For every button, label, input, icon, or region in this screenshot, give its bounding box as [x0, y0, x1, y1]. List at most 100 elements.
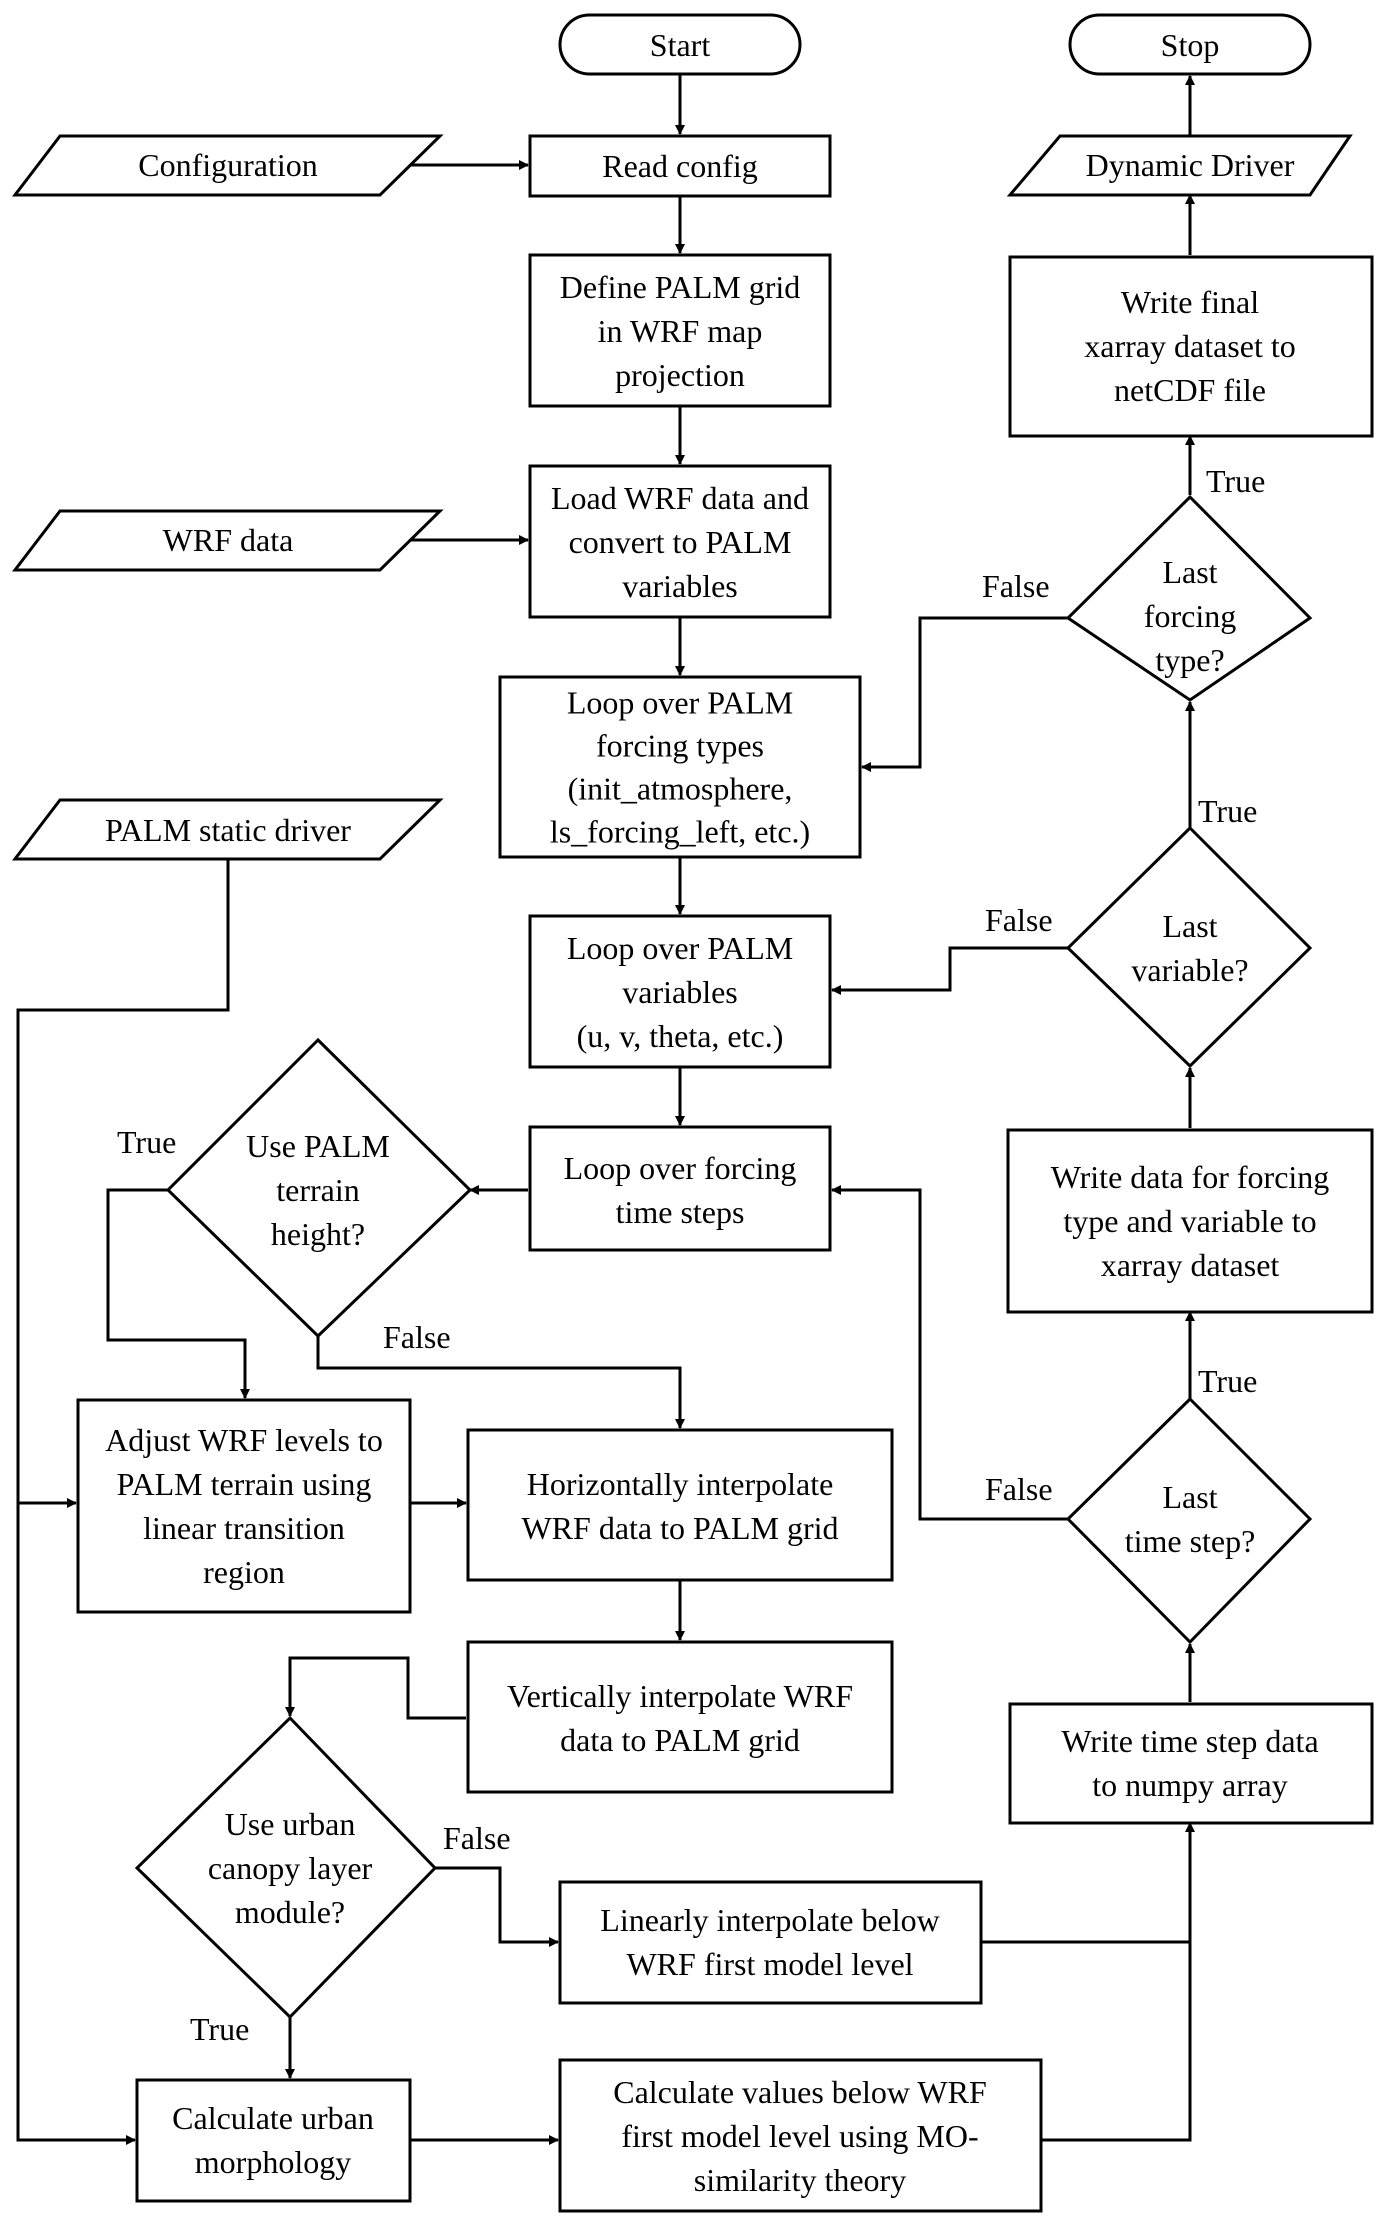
edge-lastvar-loopvars — [831, 946, 1068, 995]
last-forcing-type-label: Last forcing type? — [1144, 554, 1236, 678]
start-line-0: Start — [650, 27, 711, 63]
stop-label: Stop — [1161, 27, 1220, 63]
write-final-box — [1008, 255, 1374, 438]
wrf-data-label: WRF data — [163, 522, 294, 558]
dynamic-driver-label: Dynamic Driver — [1086, 147, 1295, 183]
edge-vert-useurban — [285, 1656, 466, 1720]
define-grid-box — [528, 253, 832, 408]
vert-interp-box — [466, 1640, 894, 1794]
shapes — [11, 13, 1374, 2213]
write-time-step-label: Write time step data to numpy array — [1061, 1723, 1318, 1803]
write-final-line-0: Write final — [1121, 284, 1259, 320]
edge-label-false-timestep: False — [985, 1471, 1053, 1507]
last-variable-line-0: Last — [1162, 908, 1217, 944]
write-forcing-var-line-2: xarray dataset — [1101, 1247, 1280, 1283]
load-wrf-line-2: variables — [622, 568, 738, 604]
calc-urban-morph-line-1: morphology — [195, 2144, 351, 2180]
write-time-step-line-0: Write time step data — [1061, 1723, 1318, 1759]
last-forcing-type-line-2: type? — [1155, 642, 1224, 678]
edge-label-true-urban: True — [190, 2011, 249, 2047]
linear-interp-below-box — [558, 1880, 983, 2005]
use-urban-canopy-line-0: Use urban — [225, 1806, 356, 1842]
horiz-interp-line-1: WRF data to PALM grid — [521, 1510, 838, 1546]
adjust-wrf-levels-line-1: PALM terrain using — [117, 1466, 372, 1502]
calc-values-mo-box — [558, 2058, 1043, 2213]
start-label: Start — [650, 27, 711, 63]
edge-lasttime-looptime — [831, 1185, 1068, 1521]
wrf-data-line-0: WRF data — [163, 522, 294, 558]
calc-values-mo-label: Calculate values below WRF first model le… — [613, 2074, 987, 2198]
calc-values-mo-line-0: Calculate values below WRF — [613, 2074, 987, 2110]
edge-calcmo-writetimestep — [1041, 1822, 1195, 2142]
linear-interp-below-line-1: WRF first model level — [626, 1946, 913, 1982]
last-variable-decision — [1065, 825, 1313, 1069]
loop-variables-line-1: variables — [622, 974, 738, 1010]
loop-time-steps-line-1: time steps — [616, 1194, 745, 1230]
write-final-line-2: netCDF file — [1114, 372, 1266, 408]
calc-urban-morph-box — [135, 2078, 412, 2203]
configuration-input — [11, 134, 444, 197]
stop-terminal — [1068, 13, 1312, 76]
adjust-wrf-levels-label: Adjust WRF levels to PALM terrain using li… — [105, 1422, 383, 1590]
write-forcing-var-line-1: type and variable to — [1063, 1203, 1316, 1239]
load-wrf-line-1: convert to PALM — [569, 524, 792, 560]
horiz-interp-line-0: Horizontally interpolate — [527, 1466, 834, 1502]
edge-static-calcurban — [16, 859, 230, 2145]
edge-label-false-terrain: False — [383, 1319, 451, 1355]
adjust-wrf-levels-line-2: linear transition — [143, 1510, 345, 1546]
linear-interp-below-line-0: Linearly interpolate below — [600, 1902, 939, 1938]
horiz-interp-box — [466, 1428, 894, 1582]
edge-useurban-linear — [435, 1866, 559, 1947]
loop-forcing-types-label: Loop over PALM forcing types (init_atmosph… — [550, 685, 810, 850]
loop-forcing-types-line-2: (init_atmosphere, — [568, 771, 793, 807]
edge-label-false-variable: False — [985, 902, 1053, 938]
use-palm-terrain-line-1: terrain — [276, 1172, 360, 1208]
calc-values-mo-line-2: similarity theory — [694, 2162, 906, 2198]
loop-time-steps-label: Loop over forcing time steps — [564, 1150, 797, 1230]
write-forcing-var-line-0: Write data for forcing — [1051, 1159, 1330, 1195]
loop-forcing-types-box — [498, 675, 862, 859]
last-time-step-line-0: Last — [1162, 1479, 1217, 1515]
calc-urban-morph-line-0: Calculate urban — [172, 2100, 374, 2136]
define-grid-line-2: projection — [615, 357, 745, 393]
write-time-step-box — [1008, 1702, 1374, 1825]
edges — [16, 74, 1195, 2145]
last-forcing-type-line-0: Last — [1162, 554, 1217, 590]
read-config-box — [528, 134, 832, 198]
loop-time-steps-line-0: Loop over forcing — [564, 1150, 797, 1186]
edge-useterrain-horiz — [316, 1336, 685, 1429]
stop-line-0: Stop — [1161, 27, 1220, 63]
load-wrf-box — [528, 464, 832, 619]
edge-label-false-urban: False — [443, 1820, 511, 1856]
last-variable-line-1: variable? — [1131, 952, 1248, 988]
edge-labels: True False False True False True False T… — [117, 463, 1265, 2047]
palm-static-driver-line-0: PALM static driver — [105, 812, 351, 848]
last-forcing-type-line-1: forcing — [1144, 598, 1236, 634]
start-terminal — [558, 13, 802, 76]
loop-forcing-types-line-0: Loop over PALM — [567, 685, 793, 721]
adjust-wrf-levels-line-0: Adjust WRF levels to — [105, 1422, 383, 1458]
last-variable-label: Last variable? — [1131, 908, 1248, 988]
dynamic-driver-output — [1006, 134, 1353, 197]
loop-time-steps-box — [528, 1125, 832, 1252]
write-time-step-line-1: to numpy array — [1092, 1767, 1288, 1803]
calc-values-mo-line-1: first model level using MO- — [621, 2118, 978, 2154]
edge-lastforcing-loopforcing — [861, 616, 1068, 772]
edge-label-true-forcing: True — [1206, 463, 1265, 499]
node-labels: Start Stop Configuration Read config Def… — [105, 27, 1329, 2198]
configuration-line-0: Configuration — [138, 147, 318, 183]
use-palm-terrain-line-0: Use PALM — [246, 1128, 390, 1164]
adjust-wrf-levels-box — [76, 1398, 412, 1614]
edge-useterrain-adjust — [106, 1188, 250, 1399]
loop-forcing-types-line-1: forcing types — [596, 728, 764, 764]
load-wrf-line-0: Load WRF data and — [551, 480, 809, 516]
read-config-line-0: Read config — [602, 148, 758, 184]
loop-variables-box — [528, 914, 832, 1069]
load-wrf-label: Load WRF data and convert to PALM variable… — [551, 480, 809, 604]
edge-label-true-timestep: True — [1198, 1363, 1257, 1399]
